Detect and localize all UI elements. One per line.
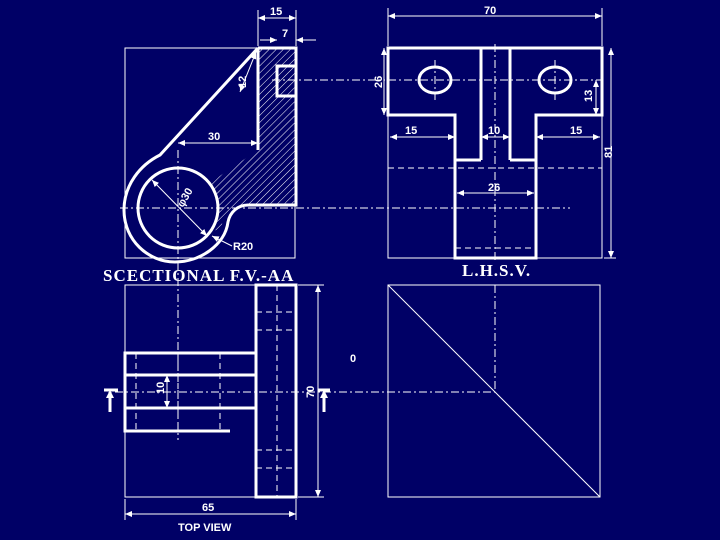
section-arrow-right — [318, 388, 330, 412]
dim-30: 30 — [208, 131, 220, 143]
top-view-frame — [124, 284, 298, 498]
dim-12-line — [239, 51, 257, 93]
dim-81: 81 — [603, 146, 615, 158]
front-view-title: SCECTIONAL F.V.-AA — [103, 266, 294, 285]
side-view: 70 26 13 15 10 15 81 26 L.H.S.V. — [296, 5, 616, 280]
top-view-title: TOP VIEW — [178, 522, 232, 534]
top-vertical-block — [254, 283, 298, 499]
sectional-front-view: 15 7 12 30 φ30 R20 SCECTIONAL F.V.-AA — [103, 6, 385, 285]
section-hatch-region — [170, 48, 296, 232]
section-arrow-left — [104, 388, 118, 412]
top-slot — [275, 64, 296, 98]
dim-10-web: 10 — [488, 125, 500, 137]
dim-15-top: 15 — [270, 6, 282, 18]
top-boss-outline — [123, 351, 256, 433]
side-view-title: L.H.S.V. — [462, 261, 531, 280]
front-view-outline — [122, 46, 298, 264]
dim-70-top: 70 — [305, 386, 317, 398]
dim-26-base: 26 — [488, 182, 500, 194]
side-view-outline — [386, 46, 604, 260]
origin-label: 0 — [350, 353, 356, 365]
dim-26-side: 26 — [373, 76, 385, 88]
dim-15-left: 15 — [405, 125, 417, 137]
dim-15-right: 15 — [570, 125, 582, 137]
mitre-line — [387, 284, 601, 498]
dim-7: 7 — [282, 28, 288, 40]
projection-quadrant: 0 — [350, 284, 601, 498]
dim-r20: R20 — [233, 241, 253, 253]
dim-10-top: 10 — [155, 382, 167, 394]
dim-dia-line — [151, 179, 208, 237]
dim-70-side: 70 — [484, 5, 496, 17]
dim-12: 12 — [237, 76, 249, 88]
top-view: 10 70 65 TOP VIEW — [104, 262, 495, 534]
dim-r20-line — [211, 235, 233, 247]
projection-frame — [387, 284, 601, 498]
dim-65: 65 — [202, 502, 214, 514]
dim-13: 13 — [583, 90, 595, 102]
